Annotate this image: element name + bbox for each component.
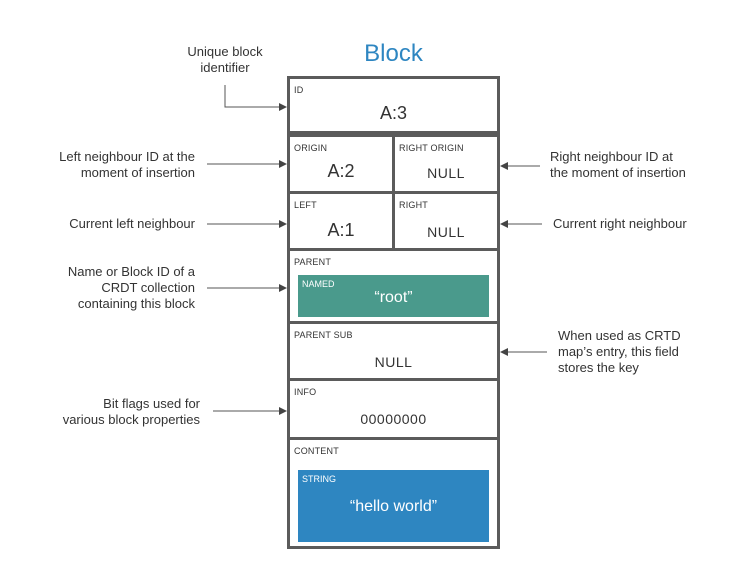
annotation-left-line-1: Current left neighbour xyxy=(69,216,195,231)
info-label: INFO xyxy=(294,387,317,397)
annotation-right-origin-line-1: Right neighbour ID at xyxy=(550,149,673,164)
annotation-right-origin: Right neighbour ID at the moment of inse… xyxy=(550,149,730,181)
content-cell: CONTENT STRING “hello world” xyxy=(287,437,500,549)
annotation-info: Bit flags used for various block propert… xyxy=(10,396,200,428)
annotation-id-line-2: identifier xyxy=(200,60,250,75)
right-label: RIGHT xyxy=(399,200,428,210)
annotation-right-line-1: Current right neighbour xyxy=(553,216,687,231)
annotation-origin-line-2: moment of insertion xyxy=(80,165,195,180)
annotation-right: Current right neighbour xyxy=(553,216,733,232)
annotation-info-line-2: various block properties xyxy=(62,412,200,427)
parent-named-box: NAMED “root” xyxy=(298,275,489,317)
content-string-box: STRING “hello world” xyxy=(298,470,489,542)
right-origin-cell: RIGHT ORIGIN NULL xyxy=(392,134,500,194)
annotation-parent-line-3: containing this block xyxy=(77,296,195,311)
annotation-id: Unique block identifier xyxy=(170,44,280,76)
left-value: A:1 xyxy=(327,220,355,240)
annotation-parent-sub-line-2: map’s entry, this field xyxy=(558,344,679,359)
annotation-parent-sub-line-3: stores the key xyxy=(558,360,639,375)
parent-label: PARENT xyxy=(294,257,332,267)
annotation-parent-sub-line-1: When used as CRTD xyxy=(558,328,681,343)
annotation-right-origin-line-2: the moment of insertion xyxy=(550,165,686,180)
annotation-parent-line-1: Name or Block ID of a xyxy=(67,264,195,279)
parent-value: “root” xyxy=(374,289,413,306)
content-label: CONTENT xyxy=(294,446,339,456)
info-value: 00000000 xyxy=(360,411,427,427)
right-origin-label: RIGHT ORIGIN xyxy=(399,143,464,153)
parent-named-label: NAMED xyxy=(302,279,335,289)
right-origin-value: NULL xyxy=(427,165,465,181)
arrow-id xyxy=(224,85,287,111)
parent-sub-value: NULL xyxy=(374,354,413,370)
annotation-parent-sub: When used as CRTD map’s entry, this fiel… xyxy=(558,328,733,376)
content-string-label: STRING xyxy=(302,474,337,484)
content-value: “hello world” xyxy=(349,498,438,515)
info-cell: INFO 00000000 xyxy=(287,378,500,440)
annotation-parent: Name or Block ID of a CRDT collection co… xyxy=(10,264,195,312)
parent-sub-label: PARENT SUB xyxy=(294,330,353,340)
annotation-origin-line-1: Left neighbour ID at the xyxy=(59,149,195,164)
id-value: A:3 xyxy=(379,103,408,123)
origin-label: ORIGIN xyxy=(294,143,328,153)
annotation-id-line-1: Unique block xyxy=(187,44,263,59)
origin-value: A:2 xyxy=(327,161,355,181)
annotation-left: Current left neighbour xyxy=(10,216,195,232)
parent-cell: PARENT NAMED “root” xyxy=(287,248,500,324)
annotation-info-line-1: Bit flags used for xyxy=(103,396,200,411)
right-value: NULL xyxy=(427,224,465,240)
id-label: ID xyxy=(294,85,304,95)
annotation-parent-line-2: CRDT collection xyxy=(101,280,195,295)
diagram-title: Block xyxy=(364,40,423,67)
left-label: LEFT xyxy=(294,200,317,210)
id-cell: ID A:3 xyxy=(287,76,500,134)
annotation-origin: Left neighbour ID at the moment of inser… xyxy=(10,149,195,181)
